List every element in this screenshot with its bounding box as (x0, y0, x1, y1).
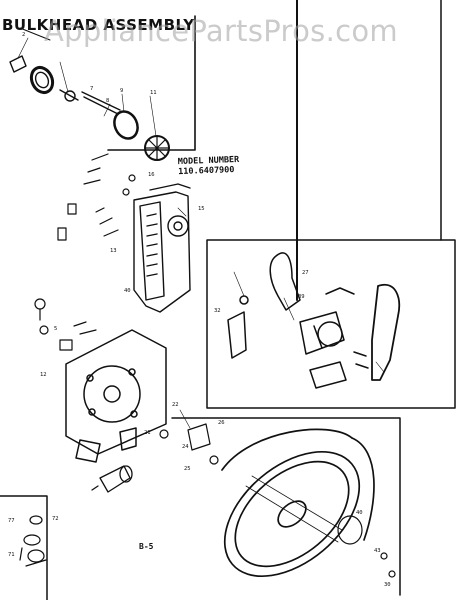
callout-12: 27 (302, 270, 309, 276)
drum-section-box (171, 417, 401, 596)
callout-3: 8 (106, 98, 109, 104)
blower-fasteners (57, 153, 136, 241)
callout-24: 43 (374, 548, 381, 554)
callout-19: 21 (144, 430, 151, 436)
heater-cylinder (91, 465, 133, 493)
model-number: 110.6407900 (178, 165, 235, 178)
callout-6: 16 (148, 172, 155, 178)
callout-2: 7 (90, 86, 93, 92)
callout-1: 2 (22, 32, 25, 38)
callout-23: 40 (356, 510, 363, 516)
callout-17: 24 (182, 444, 189, 450)
callout-16: 26 (218, 420, 225, 426)
callout-13: 39 (298, 294, 305, 300)
callout-18: 25 (184, 466, 191, 472)
drum-support-parts (159, 423, 396, 578)
bottom-left-parts (19, 515, 47, 567)
watermark: AppliancePartsPros.com (44, 14, 398, 48)
callout-5: 11 (150, 90, 157, 96)
top-left-section-box (107, 15, 196, 151)
dryer-drum (221, 428, 375, 578)
callout-4: 9 (120, 88, 123, 94)
callout-11: 12 (40, 372, 47, 378)
callout-10: 5 (54, 326, 57, 332)
callout-8: 13 (110, 248, 117, 254)
callout-9: 40 (124, 288, 131, 294)
motor-section-box (206, 239, 456, 409)
left-hardware-parts (34, 298, 97, 351)
callout-15: 22 (172, 402, 179, 408)
model-number-label: MODEL NUMBER 110.6407900 (178, 155, 240, 177)
callout-numbers: 2 7 8 9 11 16 15 13 40 5 12 27 39 32 22 … (8, 32, 391, 588)
drive-motor-assembly (227, 252, 400, 389)
callout-22: 71 (8, 552, 15, 558)
leader-lines (17, 37, 385, 429)
callout-25: 30 (384, 582, 391, 588)
section-title: BULKHEAD ASSEMBLY (2, 16, 195, 34)
callout-14: 32 (214, 308, 221, 314)
page-number: B-5 (139, 542, 154, 551)
bottom-left-section-box (0, 495, 48, 600)
blower-housing (133, 183, 191, 313)
callout-21: 72 (52, 516, 59, 522)
rear-bulkhead-plate (65, 329, 167, 463)
callout-7: 15 (198, 206, 205, 212)
callout-20: 77 (8, 518, 15, 524)
